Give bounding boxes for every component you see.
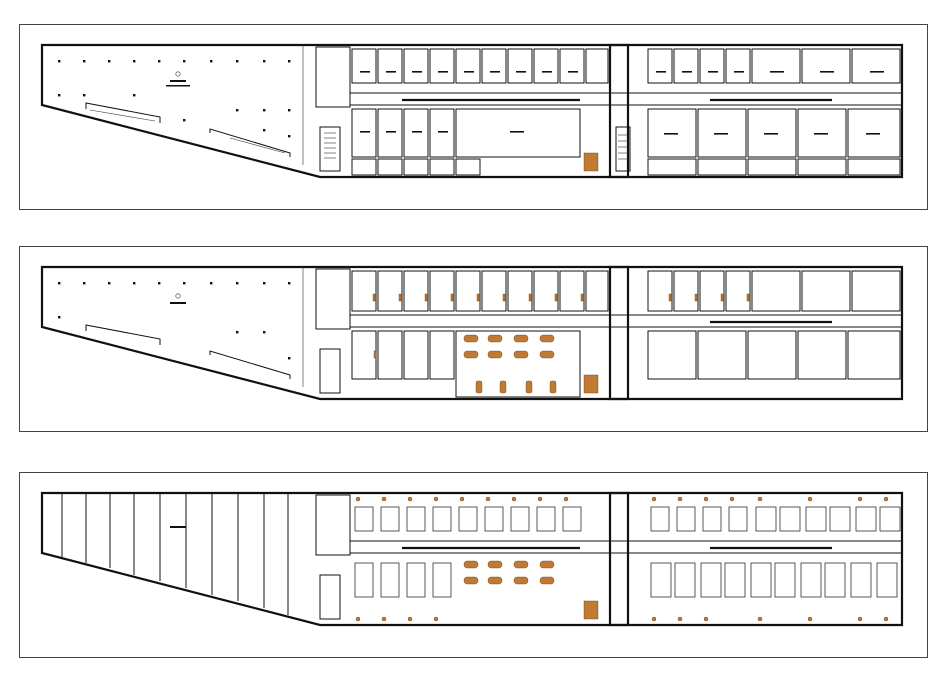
floor-plan-sheet-1	[19, 24, 928, 210]
bed-units-bottom	[354, 562, 898, 598]
stair-core-left	[315, 46, 351, 172]
floor-plan-sheet-3	[19, 472, 928, 658]
column-grid	[58, 60, 291, 138]
floor-plan-sheet-2	[19, 246, 928, 432]
dining-tables-3	[463, 560, 555, 585]
parking-area	[85, 45, 304, 165]
bed-units-top	[354, 506, 901, 532]
chairs	[355, 496, 889, 622]
stair-core-right	[583, 43, 631, 179]
floor-plan-drawing-3	[40, 491, 904, 627]
room-fixtures	[372, 293, 750, 359]
dining-tables	[463, 334, 557, 394]
floor-plan-drawing-1	[40, 43, 904, 179]
parking-bays	[61, 493, 289, 615]
rooms-bottom-row	[351, 108, 901, 158]
room-tags	[360, 71, 884, 135]
room-tag-parking	[175, 71, 181, 77]
floor-plan-drawing-2	[40, 265, 904, 401]
parking-label	[170, 80, 186, 82]
rooms-top-row	[351, 48, 901, 84]
